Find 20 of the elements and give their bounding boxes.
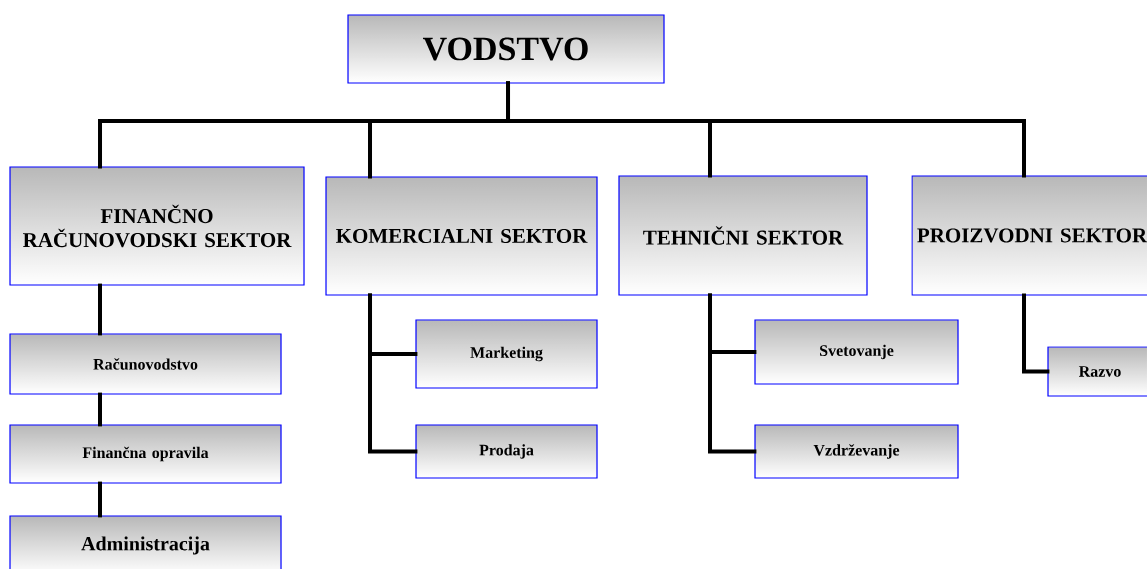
connector-line xyxy=(708,293,757,454)
sector-box: FINANČNO RAČUNOVODSKI SEKTOR xyxy=(9,166,305,286)
sector-box: TEHNIČNI SEKTOR xyxy=(618,175,868,296)
connector-line xyxy=(506,81,1026,178)
connector-line xyxy=(1022,293,1050,374)
department-box: Administracija xyxy=(9,515,282,569)
department-box: Prodaja xyxy=(415,424,598,479)
department-box: Finančna opravila xyxy=(9,424,282,484)
department-box: Razvo xyxy=(1047,346,1147,397)
department-box: Svetovanje xyxy=(754,319,959,385)
title-box: VODSTVO xyxy=(347,14,665,84)
connector-line xyxy=(368,293,418,454)
connector-line xyxy=(98,283,102,336)
department-box: Vzdrževanje xyxy=(754,424,959,479)
connector-line xyxy=(98,392,102,427)
sector-box: PROIZVODNI SEKTOR xyxy=(911,175,1147,296)
department-box: Marketing xyxy=(415,319,598,389)
department-box: Računovodstvo xyxy=(9,333,282,395)
sector-box: KOMERCIALNI SEKTOR xyxy=(325,176,598,296)
connector-line xyxy=(98,481,102,518)
